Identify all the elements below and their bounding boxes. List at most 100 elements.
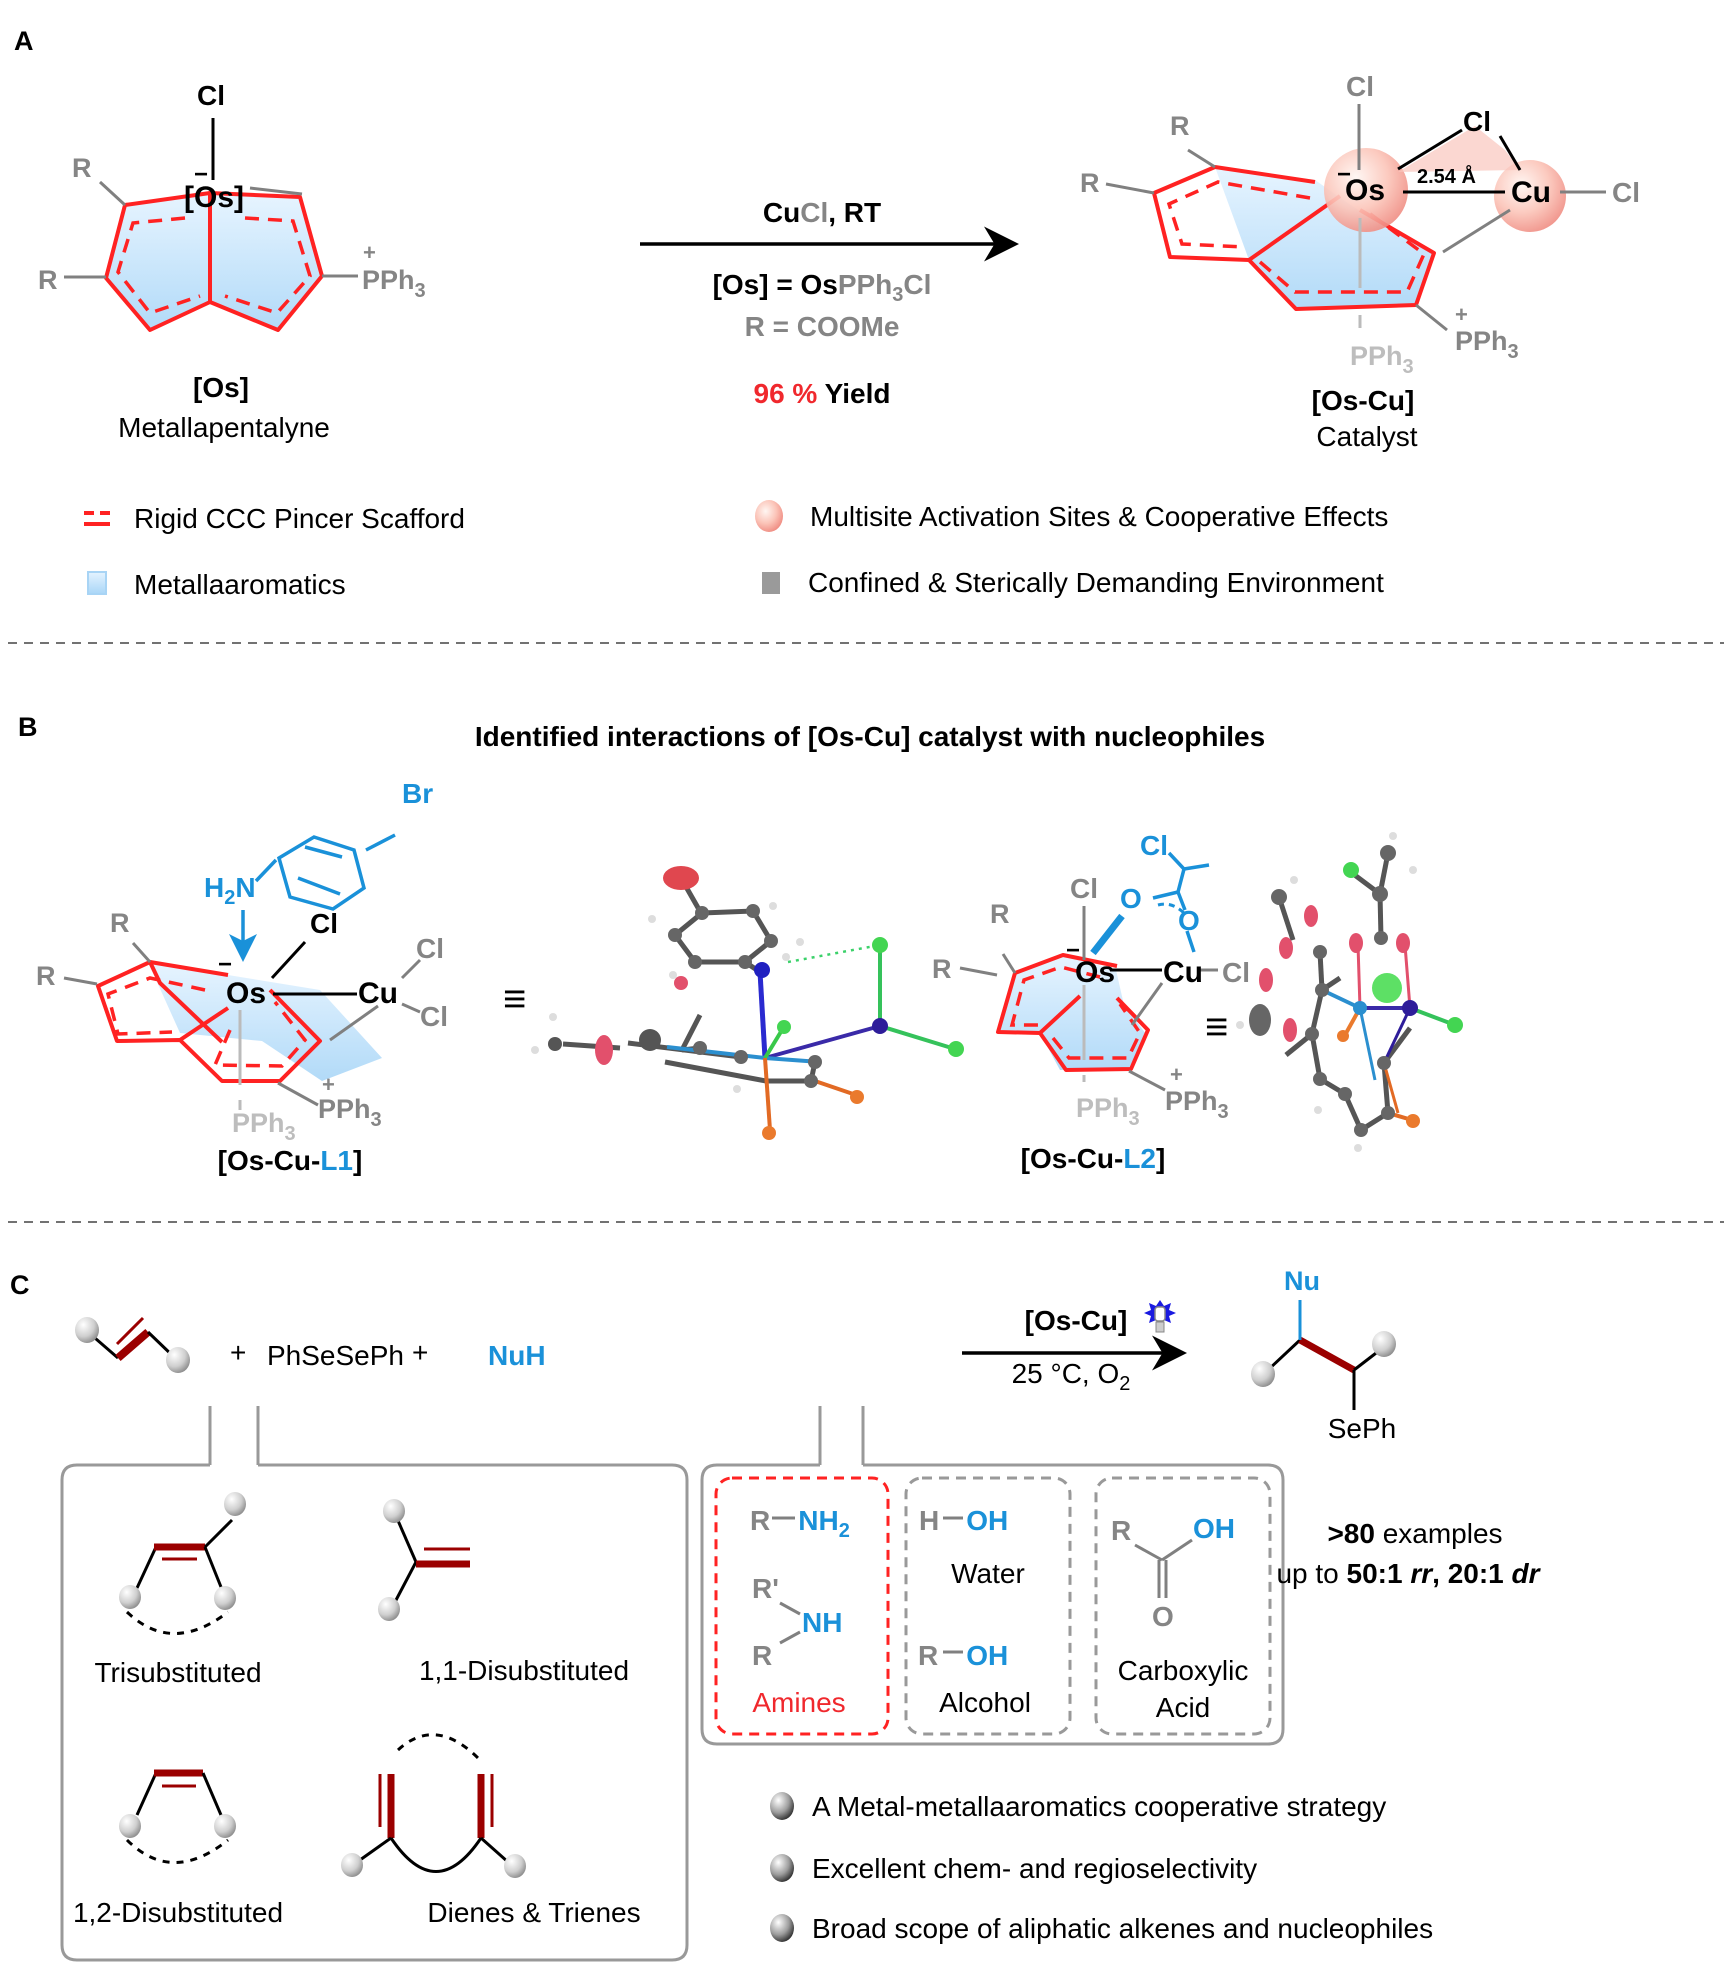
- nucleophile-label-amines: Amines: [752, 1687, 845, 1718]
- l1-pph3-back: PPh3: [232, 1108, 296, 1145]
- l1-cu: Cu: [358, 977, 398, 1010]
- product-nu: Nu: [1284, 1266, 1320, 1296]
- acid-o: O: [1152, 1601, 1174, 1632]
- product-seph: SePh: [1328, 1413, 1397, 1444]
- l2-r2: R: [932, 954, 952, 984]
- l2-r1: R: [990, 899, 1010, 929]
- os-cu-catalyst-structure: [1105, 104, 1606, 332]
- panel-label-b: B: [18, 712, 38, 742]
- catalyst-label: [Os-Cu]: [1025, 1305, 1128, 1336]
- l1-r2: R: [36, 961, 56, 991]
- highlight-item: A Metal-metallaaromatics cooperative str…: [812, 1791, 1386, 1822]
- cu-activation-sphere: [1494, 160, 1566, 232]
- os-activation-sphere: [1324, 148, 1408, 232]
- highlight-item: Excellent chem- and regioselectivity: [812, 1853, 1257, 1884]
- alkene-12-disubstituted: [119, 1769, 236, 1864]
- amine-secondary-r1: R': [752, 1573, 779, 1604]
- acid-r: R: [1111, 1515, 1131, 1546]
- reactant-code: [Os]: [193, 372, 249, 403]
- plus-2: +: [412, 1337, 428, 1368]
- product-cu: Cu: [1511, 176, 1551, 209]
- acid-oh: OH: [1193, 1513, 1235, 1544]
- l2-o1: O: [1120, 883, 1142, 914]
- l2-pph3-front: PPh3: [1165, 1086, 1229, 1123]
- nucleophile-label-alcohol: Alcohol: [939, 1687, 1031, 1718]
- product-pph3-front: PPh3: [1455, 326, 1519, 363]
- legend-label-pincer: Rigid CCC Pincer Scafford: [134, 503, 465, 534]
- panel-label-a: A: [14, 26, 34, 56]
- alkene-type-11-disubstituted: 1,1-Disubstituted: [419, 1655, 629, 1686]
- bullet-icon: [770, 1914, 794, 1942]
- l2-cu: Cu: [1163, 956, 1203, 989]
- alkene-11-disubstituted: [378, 1499, 470, 1621]
- conditions-os-definition: [Os] = OsPPh3Cl: [713, 269, 932, 306]
- legend: Rigid CCC Pincer Scafford Metallaaromati…: [84, 500, 1388, 600]
- reagent-nucleophile: NuH: [488, 1340, 546, 1371]
- reactant-charge: −: [194, 161, 208, 188]
- panel-b-title: Identified interactions of [Os-Cu] catal…: [475, 721, 1265, 752]
- light-bulb-icon: [1144, 1300, 1176, 1333]
- alkene-type-trisubstituted: Trisubstituted: [94, 1657, 261, 1688]
- amine-secondary-nh: NH: [802, 1607, 842, 1638]
- metallapentalyne-structure: [64, 118, 358, 332]
- conditions-reagent: CuCl, RT: [763, 197, 881, 228]
- pink-sphere-icon: [755, 500, 783, 532]
- product-charge: −: [1337, 161, 1351, 188]
- legend-label-metallaaromatics: Metallaaromatics: [134, 569, 346, 600]
- scope-selectivity: up to 50:1 rr, 20:1 dr: [1276, 1558, 1541, 1589]
- bullet-icon: [770, 1792, 794, 1820]
- product-code: [Os-Cu]: [1312, 385, 1415, 416]
- legend-label-confined: Confined & Sterically Demanding Environm…: [808, 567, 1384, 598]
- l2-cl-top: Cl: [1070, 873, 1098, 904]
- alkene-trisubstituted: [119, 1492, 246, 1635]
- gray-square-icon: [762, 572, 780, 594]
- blue-square-icon: [87, 571, 107, 595]
- highlight-item: Broad scope of aliphatic alkenes and nuc…: [812, 1913, 1433, 1944]
- bullet-icon: [770, 1854, 794, 1882]
- l2-pph3-charge: +: [1170, 1062, 1183, 1087]
- l1-br: Br: [402, 778, 433, 809]
- l2-pph3-back: PPh3: [1076, 1093, 1140, 1130]
- alkene-dienes-trienes: [341, 1733, 526, 1878]
- l1-name: [Os-Cu-L1]: [218, 1145, 363, 1176]
- crystal-structure-l2: [1236, 832, 1463, 1152]
- reactant-pph3-charge: +: [363, 240, 376, 265]
- legend-label-multisite: Multisite Activation Sites & Cooperative…: [810, 501, 1388, 532]
- product-cl-bridge: Cl: [1463, 106, 1491, 137]
- l1-equivalence: ≡: [503, 977, 526, 1021]
- product-cl-right: Cl: [1612, 177, 1640, 208]
- l1-cl-cu-bottom: Cl: [420, 1001, 448, 1032]
- product-os: Os: [1345, 174, 1385, 207]
- l1-r1: R: [110, 908, 130, 938]
- l2-os: Os: [1075, 956, 1115, 989]
- nucleophile-label-water: Water: [951, 1558, 1025, 1589]
- l1-cl-os: Cl: [310, 908, 338, 939]
- conditions-temperature: 25 °C, O2: [1012, 1358, 1131, 1395]
- reactant-pph3: PPh3: [362, 265, 426, 302]
- conditions-r-definition: R = COOMe: [745, 311, 900, 342]
- panel-label-c: C: [10, 1270, 30, 1300]
- product-r2: R: [1080, 168, 1100, 198]
- l2-ligand-cl: Cl: [1140, 830, 1168, 861]
- l2-o2: O: [1178, 905, 1200, 936]
- l1-pph3-front: PPh3: [318, 1094, 382, 1131]
- l1-charge: −: [218, 951, 232, 978]
- alkene-reactant: [75, 1316, 190, 1373]
- plus-1: +: [230, 1337, 246, 1368]
- alkene-type-12-disubstituted: 1,2-Disubstituted: [73, 1897, 283, 1928]
- l1-os: Os: [226, 977, 266, 1010]
- reactant-metal-label: [Os]: [184, 181, 244, 214]
- reactant-name: Metallapentalyne: [118, 412, 330, 443]
- reagent-diselenide: PhSeSePh: [267, 1340, 404, 1371]
- red-dashed-lines-icon: [84, 511, 110, 526]
- l1-amine: H2N: [204, 872, 256, 909]
- nucleophile-label-acid-2: Acid: [1156, 1692, 1210, 1723]
- l2-charge: −: [1066, 937, 1080, 964]
- product-pph3-back: PPh3: [1350, 341, 1414, 378]
- alkene-type-dienes-trienes: Dienes & Trienes: [427, 1897, 640, 1928]
- product-pph3-charge: +: [1455, 302, 1468, 327]
